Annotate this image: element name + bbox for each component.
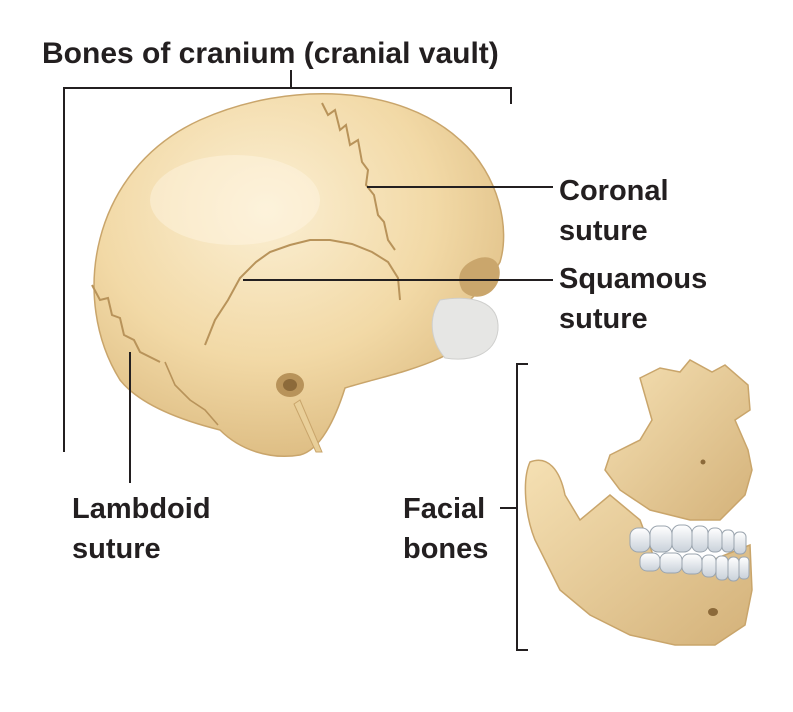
lambdoid-label-line1: Lambdoid <box>72 493 211 525</box>
mandible <box>524 459 753 646</box>
styloid-process <box>293 399 323 453</box>
facial-bones <box>524 359 753 646</box>
facial-bones-label: Facial bones <box>403 489 488 569</box>
cranium-shape <box>93 93 505 457</box>
teeth <box>629 524 750 582</box>
cranium-bracket <box>63 87 512 452</box>
squamous-label-line1: Squamous <box>559 263 708 295</box>
coronal-suture-label: Coronal suture <box>559 171 669 251</box>
leader-lines <box>63 70 553 651</box>
cranium-label: Bones of cranium (cranial vault) <box>42 34 499 74</box>
orbit-shadow <box>459 257 500 297</box>
facial-label-line2: bones <box>403 533 489 565</box>
coronal-suture-line <box>321 102 396 251</box>
lambdoid-label-line2: suture <box>72 533 161 565</box>
orbit-cavity <box>431 297 499 360</box>
coronal-label-line1: Coronal <box>559 175 669 207</box>
coronal-label-line2: suture <box>559 215 648 247</box>
maxilla <box>604 359 753 521</box>
lambdoid-suture-label: Lambdoid suture <box>72 489 211 569</box>
squamous-suture-line <box>204 239 401 346</box>
cranium <box>91 93 505 457</box>
squamous-suture-label: Squamous suture <box>559 259 707 339</box>
cranium-label-text: Bones of cranium (cranial vault) <box>42 37 499 70</box>
lambdoid-suture-line <box>91 284 161 363</box>
squamous-label-line2: suture <box>559 303 648 335</box>
facial-label-line1: Facial <box>403 493 486 525</box>
